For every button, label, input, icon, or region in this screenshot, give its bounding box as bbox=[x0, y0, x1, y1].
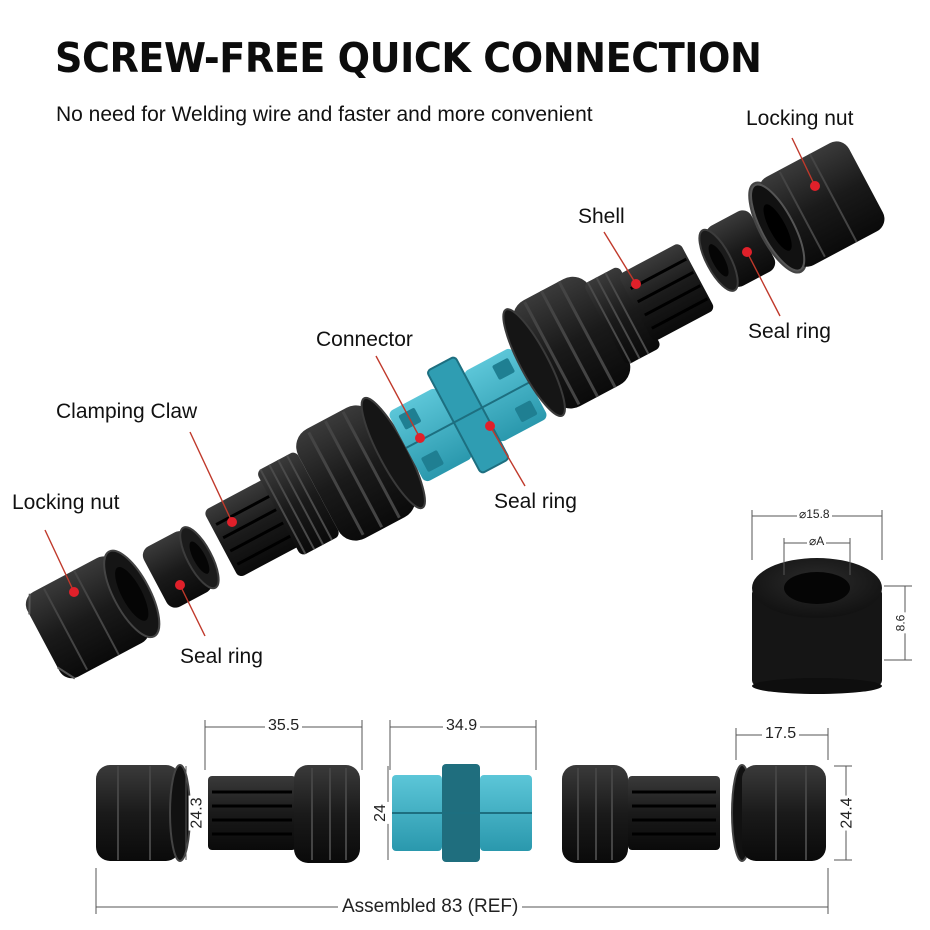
seal-ring-detail bbox=[751, 510, 912, 694]
seal-ring-left-part bbox=[142, 526, 220, 608]
dim-connector-diameter: 24 bbox=[371, 802, 390, 824]
callout-clamping-claw: Clamping Claw bbox=[56, 400, 198, 423]
dim-connector-length: 34.9 bbox=[443, 717, 481, 735]
callout-locking-nut-top: Locking nut bbox=[746, 107, 854, 130]
seal-ring-inner-diameter: ⌀A bbox=[807, 534, 827, 548]
assembly-row bbox=[95, 720, 852, 914]
connector-part bbox=[389, 348, 547, 482]
dim-nut-diameter: 24.4 bbox=[838, 795, 857, 831]
headline: SCREW-FREE QUICK CONNECTION bbox=[55, 34, 762, 82]
callout-locking-nut-left: Locking nut bbox=[12, 491, 120, 514]
dim-claw-length: 35.5 bbox=[265, 717, 303, 735]
dim-claw-diameter: 24.3 bbox=[188, 795, 207, 831]
callout-seal-ring-right: Seal ring bbox=[748, 320, 831, 343]
subheadline: No need for Welding wire and faster and … bbox=[56, 103, 593, 126]
callout-shell: Shell bbox=[578, 205, 625, 228]
callout-seal-ring-left: Seal ring bbox=[180, 645, 263, 668]
shell-part bbox=[502, 244, 714, 417]
locking-nut-left-part bbox=[25, 549, 161, 680]
clamping-claw-part bbox=[205, 396, 426, 577]
callout-lines bbox=[44, 137, 820, 637]
seal-ring-outer-diameter: ⌀15.8 bbox=[797, 507, 832, 521]
callout-connector: Connector bbox=[316, 328, 413, 351]
dim-assembled-total: Assembled 83 (REF) bbox=[338, 896, 523, 918]
callout-seal-ring-center: Seal ring bbox=[494, 490, 577, 513]
locking-nut-right-part bbox=[748, 141, 885, 274]
dim-nut-length: 17.5 bbox=[762, 725, 800, 743]
seal-ring-height: 8.6 bbox=[893, 612, 908, 634]
